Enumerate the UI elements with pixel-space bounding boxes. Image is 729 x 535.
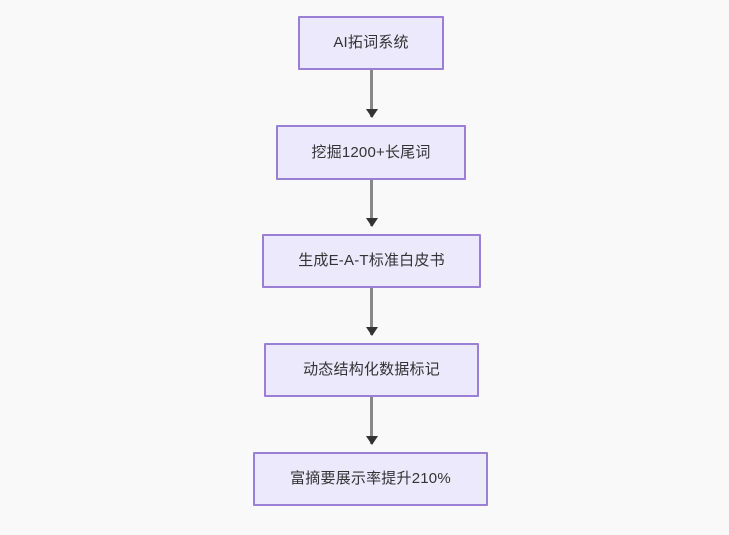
flow-node-ai-keyword-system[interactable]: AI拓词系统	[298, 16, 444, 70]
arrow-down-icon	[365, 436, 378, 445]
flow-node-label: 动态结构化数据标记	[303, 361, 440, 378]
edge-line	[370, 397, 373, 444]
flow-node-label: 富摘要展示率提升210%	[290, 470, 451, 487]
arrow-down-icon	[365, 327, 378, 336]
flow-node-label: 生成E-A-T标准白皮书	[298, 252, 445, 269]
flow-node-generate-eat-whitepaper[interactable]: 生成E-A-T标准白皮书	[262, 234, 481, 288]
arrow-down-icon	[365, 218, 378, 227]
edge-line	[370, 288, 373, 335]
arrow-down-icon	[365, 109, 378, 118]
flow-edge-n3-n4	[365, 288, 378, 336]
flow-node-label: 挖掘1200+长尾词	[311, 143, 431, 161]
edge-line	[370, 70, 373, 117]
flow-edge-n2-n3	[365, 180, 378, 227]
edge-line	[370, 180, 373, 226]
flow-node-mine-longtail-keywords[interactable]: 挖掘1200+长尾词	[276, 125, 466, 180]
flow-edge-n1-n2	[365, 70, 378, 118]
flow-edge-n4-n5	[365, 397, 378, 445]
flow-node-rich-snippet-impression-uplift[interactable]: 富摘要展示率提升210%	[253, 452, 488, 506]
flow-node-label: AI拓词系统	[333, 34, 409, 51]
flow-node-dynamic-structured-data-markup[interactable]: 动态结构化数据标记	[264, 343, 479, 397]
